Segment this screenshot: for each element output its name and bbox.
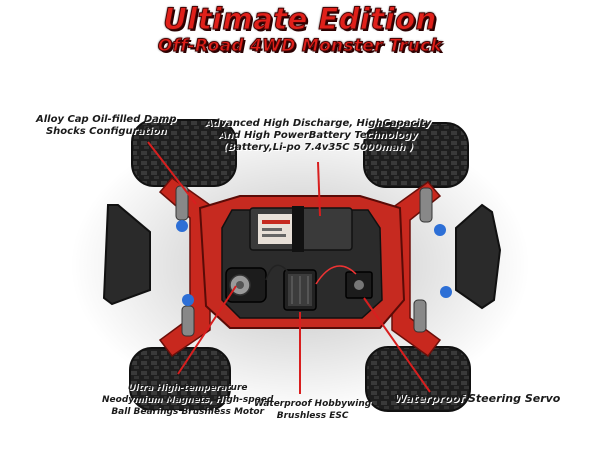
callout-shocks: Alloy Cap Oil-filled Damp Shocks Configu… — [36, 114, 176, 138]
brushless-motor — [225, 267, 267, 303]
callout-esc: Waterproof Hobbywing Brushless ESC — [254, 398, 371, 422]
leader-servo — [363, 297, 431, 393]
callout-servo: Waterproof Steering Servo — [394, 393, 560, 405]
leader-battery — [317, 161, 321, 217]
callout-battery-line-1: Advanced High Discharge, HighCapacity — [205, 118, 432, 129]
callout-motor-line-2: Neodymium Magnets, High-speed — [102, 395, 274, 405]
shock-absorber-right-front — [419, 187, 446, 236]
callout-battery-line-3: (Battery,Li-po 7.4v35C 5000mah ) — [222, 142, 414, 153]
callout-shocks-line-1: Alloy Cap Oil-filled Damp — [36, 114, 177, 125]
callout-motor-line-3: Ball Bearings Brushless Motor — [111, 407, 265, 417]
esc-unit — [283, 269, 317, 311]
callout-esc-line-1: Waterproof Hobbywing — [254, 399, 372, 409]
callout-motor-line-1: Ultra High-temperature — [127, 383, 248, 393]
callout-battery-line-2: And High PowerBattery Technology — [218, 130, 418, 141]
callout-battery: Advanced High Discharge, HighCapacity An… — [205, 118, 431, 154]
leader-shocks — [147, 141, 197, 205]
callout-leader-lines — [147, 141, 431, 394]
leader-motor — [177, 285, 237, 375]
steering-servo — [345, 271, 373, 299]
shock-absorber-left-rear — [181, 294, 195, 337]
callout-motor: Ultra High-temperature Neodymium Magnets… — [102, 382, 273, 418]
callout-servo-line-1: Waterproof Steering Servo — [394, 392, 561, 405]
callout-shocks-line-2: Shocks Configuration — [45, 126, 167, 137]
shock-absorber-left-front — [175, 185, 189, 232]
tire-front-right — [363, 122, 469, 188]
callout-esc-line-2: Brushless ESC — [276, 411, 349, 421]
battery-pack — [249, 206, 353, 252]
shock-absorber-right-rear — [413, 286, 452, 333]
headline-title: Ultimate Edition — [163, 2, 437, 37]
headline-subtitle: Off-Road 4WD Monster Truck — [157, 36, 443, 57]
